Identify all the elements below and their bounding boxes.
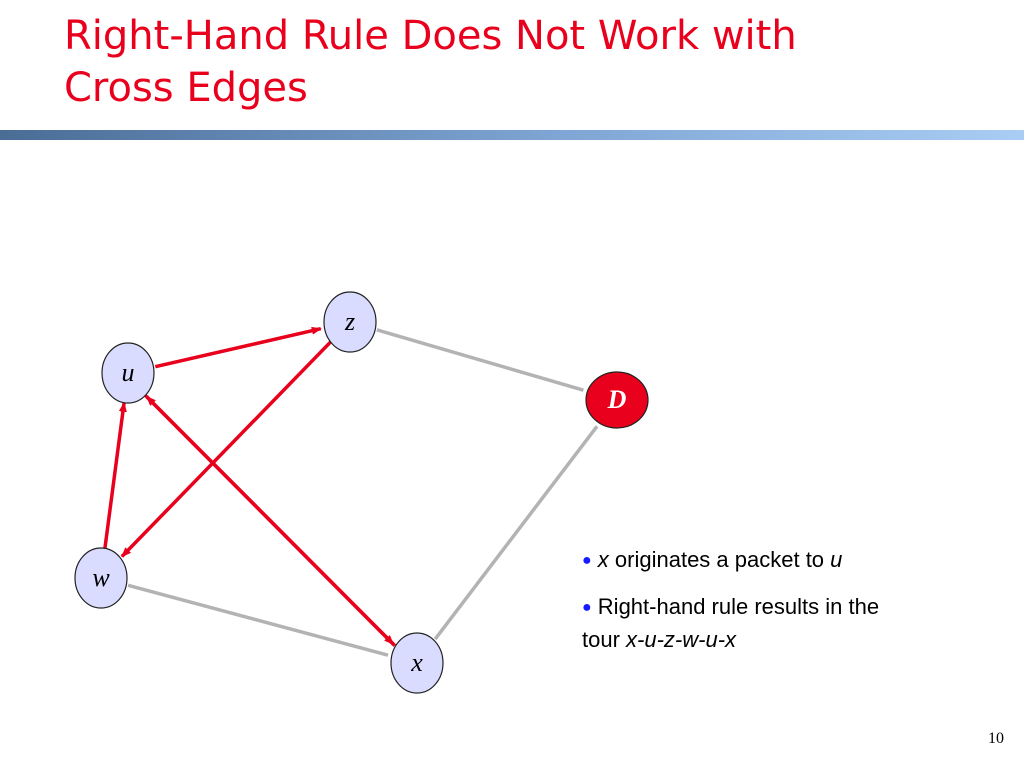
node-w-label: w — [92, 563, 110, 592]
edge-u-x-arrow — [144, 394, 395, 646]
bullet-icon: ● — [582, 552, 592, 570]
edge-w-u-arrow — [102, 401, 127, 551]
edge-w-x — [127, 583, 389, 657]
node-D-shape — [585, 371, 649, 429]
edge-z-w-arrow — [120, 340, 332, 558]
node-D-label: D — [607, 385, 627, 414]
slide-title-line-1: Right-Hand Rule Does Not Work with — [64, 13, 797, 59]
node-z-shape — [323, 291, 377, 353]
node-u-label: u — [122, 358, 135, 387]
node-D: D — [585, 371, 649, 429]
bullet-1-text: originates a packet to — [608, 547, 831, 572]
node-u: u — [101, 342, 155, 404]
node-u-shape — [101, 342, 155, 404]
slide-title: Right-Hand Rule Does Not Work with Cross… — [64, 10, 964, 114]
bullet-item-1: ● x originates a packet to u — [582, 544, 1002, 577]
title-divider — [0, 130, 1024, 140]
node-z: z — [323, 291, 377, 353]
node-x-label: x — [410, 648, 423, 677]
bullet-2-tour-prefix: tour — [582, 627, 627, 653]
page-number: 10 — [988, 730, 1004, 747]
bullet-list: ● x originates a packet to u ● Right-han… — [582, 544, 1002, 670]
node-z-label: z — [344, 307, 355, 336]
bullet-item-2: ● Right-hand rule results in the tour x-… — [582, 591, 1002, 656]
edge-u-z-arrow — [154, 326, 322, 369]
node-w: w — [74, 547, 128, 609]
bullet-2-text: Right-hand rule results in the — [597, 594, 880, 620]
bullet-2-tour: x-u-z-w-u-x — [626, 627, 737, 653]
node-x-shape — [390, 632, 444, 694]
edge-z-D — [376, 328, 584, 392]
bullet-1-x: x — [597, 547, 609, 572]
node-x: x — [390, 632, 444, 694]
bullet-1-u: u — [830, 547, 843, 572]
node-w-shape — [74, 547, 128, 609]
slide-title-line-2: Cross Edges — [64, 65, 308, 111]
edge-D-x — [433, 425, 599, 641]
bullet-icon: ● — [582, 599, 592, 617]
